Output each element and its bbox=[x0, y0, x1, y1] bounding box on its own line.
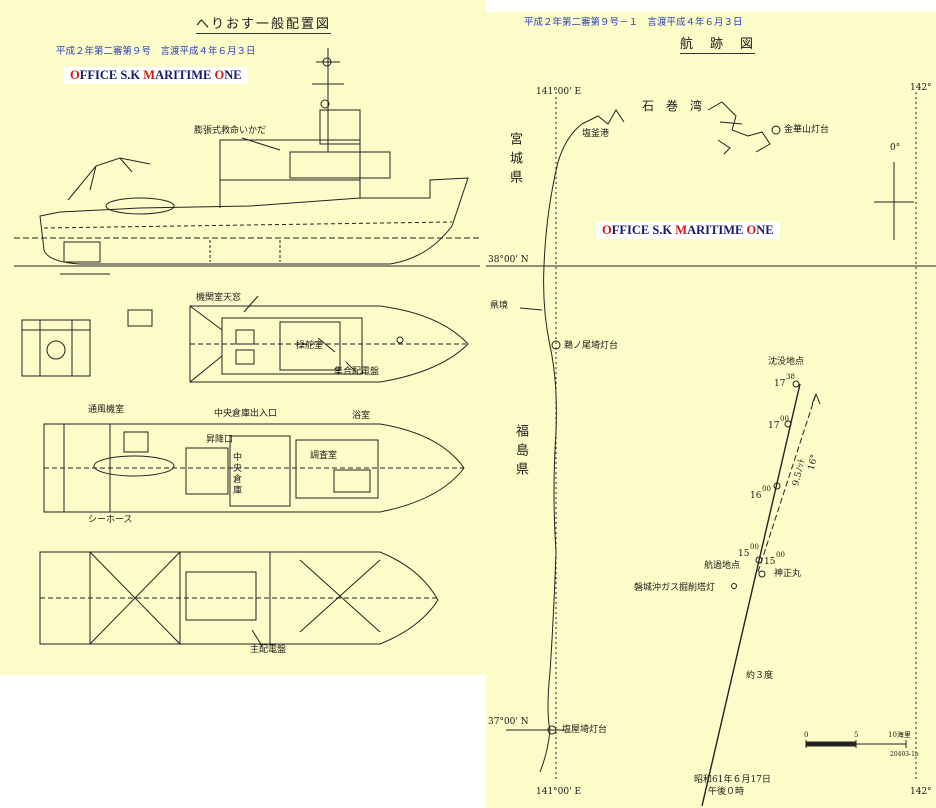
time-1600-hour: 16 bbox=[750, 491, 762, 501]
label-liferaft: 膨張式救命いかだ bbox=[194, 126, 267, 136]
label-shiogama: 塩釜港 bbox=[582, 129, 610, 139]
gas-platform-light bbox=[731, 583, 737, 589]
general-arrangement-panel: へりおす一般配置図 平成２年第二審第９号 言渡平成４年６月３日 OFFICE S… bbox=[0, 0, 486, 675]
time-1500-minute-b: 00 bbox=[776, 551, 785, 559]
coastline bbox=[539, 123, 583, 773]
label-vent-engine: 通風機室 bbox=[88, 405, 125, 415]
track-line-dashed bbox=[757, 393, 817, 573]
time-1738-minute: 38 bbox=[786, 373, 795, 381]
label-sea-hose: シーホース bbox=[88, 515, 133, 525]
time-1700-hour: 17 bbox=[768, 421, 780, 431]
general-arrangement-title: へりおす一般配置図 bbox=[196, 17, 332, 34]
time-1500-hour-b: 15 bbox=[764, 557, 776, 567]
ship-drawings bbox=[14, 48, 480, 647]
label-central-store: 中央倉庫 bbox=[231, 452, 241, 496]
scale-label-0: 0 bbox=[804, 731, 809, 739]
label-survey-room: 調査室 bbox=[310, 451, 338, 461]
label-sinking-point: 沈没地点 bbox=[768, 357, 805, 367]
track-chart-title: 航 跡 図 bbox=[680, 37, 756, 54]
lower-hold-plan bbox=[39, 551, 439, 645]
label-central-store-entry: 中央倉庫出入口 bbox=[214, 409, 278, 419]
stern-top-view bbox=[21, 309, 153, 377]
track-line-main bbox=[701, 383, 801, 807]
label-passing-point: 航過地点 bbox=[704, 561, 741, 571]
label-engine-skylight: 機関室天窓 bbox=[196, 293, 242, 303]
office-watermark-right: OFFICE S.K MARITIME ONE bbox=[596, 222, 780, 239]
label-prefecture-border: 県境 bbox=[490, 301, 509, 311]
label-shinsho-maru: 神正丸 bbox=[774, 569, 802, 579]
label-unoozaki-lighthouse: 鵜ノ尾埼灯台 bbox=[564, 341, 619, 351]
main-deck-plan bbox=[43, 423, 465, 513]
label-lon-141-top: 141°00' E bbox=[536, 87, 582, 97]
label-iwaki-gas-platform: 磐城沖ガス掘削塔灯 bbox=[634, 583, 716, 593]
label-start-time: 午後０時 bbox=[708, 787, 745, 797]
label-switchboard-group: 集合配電盤 bbox=[334, 367, 380, 377]
label-shioyazaki-lighthouse: 塩屋埼灯台 bbox=[562, 725, 608, 735]
time-1738-hour: 17 bbox=[774, 379, 786, 389]
label-lon-142-top: 142° bbox=[910, 83, 932, 93]
label-lat-37: 37°00' N bbox=[488, 717, 529, 727]
label-lat-38: 38°00' N bbox=[488, 255, 529, 265]
label-ishinomaki-bay: 石 巻 湾 bbox=[642, 99, 703, 113]
label-main-switchboard: 主配電盤 bbox=[250, 645, 287, 655]
lighthouse-kinkasan bbox=[771, 125, 781, 135]
track-chart-map bbox=[486, 92, 936, 807]
label-bath: 浴室 bbox=[352, 411, 371, 421]
lighthouse-unoozaki bbox=[551, 340, 561, 350]
label-kinkasan: 金華山灯台 bbox=[784, 125, 830, 135]
case-reference-left: 平成２年第二審第９号 言渡平成４年６月３日 bbox=[56, 46, 256, 57]
scale-label-10: 10海里 bbox=[888, 731, 911, 739]
bridge-deck-plan bbox=[189, 305, 469, 383]
time-1600-minute: 00 bbox=[762, 485, 771, 493]
time-1500-hour-a: 15 bbox=[738, 549, 750, 559]
case-reference-right: 平成２年第二審第９号－１ 言渡平成４年６月３日 bbox=[524, 17, 743, 28]
lighthouse-shioyazaki bbox=[547, 725, 557, 735]
time-1700-minute: 00 bbox=[780, 415, 789, 423]
label-about-3-degrees: 約３度 bbox=[746, 671, 774, 681]
label-lon-142-bottom: 142° bbox=[910, 787, 932, 797]
office-watermark-left: OFFICE S.K MARITIME ONE bbox=[64, 67, 248, 84]
label-hatch: 昇降口 bbox=[206, 435, 234, 445]
ship-profile-view bbox=[14, 48, 480, 275]
label-lon-141-bottom: 141°00' E bbox=[536, 787, 582, 797]
scale-note: 20403-1b bbox=[890, 751, 919, 758]
scale-label-5: 5 bbox=[854, 731, 859, 739]
label-fukushima-prefecture: 福島県 bbox=[513, 424, 528, 481]
label-miyagi-prefecture: 宮城県 bbox=[507, 132, 522, 189]
label-north: 0° bbox=[890, 143, 901, 153]
label-start-date: 昭和61年６月17日 bbox=[694, 775, 771, 785]
time-1500-minute-a: 00 bbox=[750, 543, 759, 551]
track-chart-panel: 平成２年第二審第９号－１ 言渡平成４年６月３日 航 跡 図 bbox=[486, 12, 936, 808]
ishinomaki-bay-coast bbox=[581, 101, 771, 153]
label-wheelhouse: 操舵室 bbox=[296, 341, 324, 351]
